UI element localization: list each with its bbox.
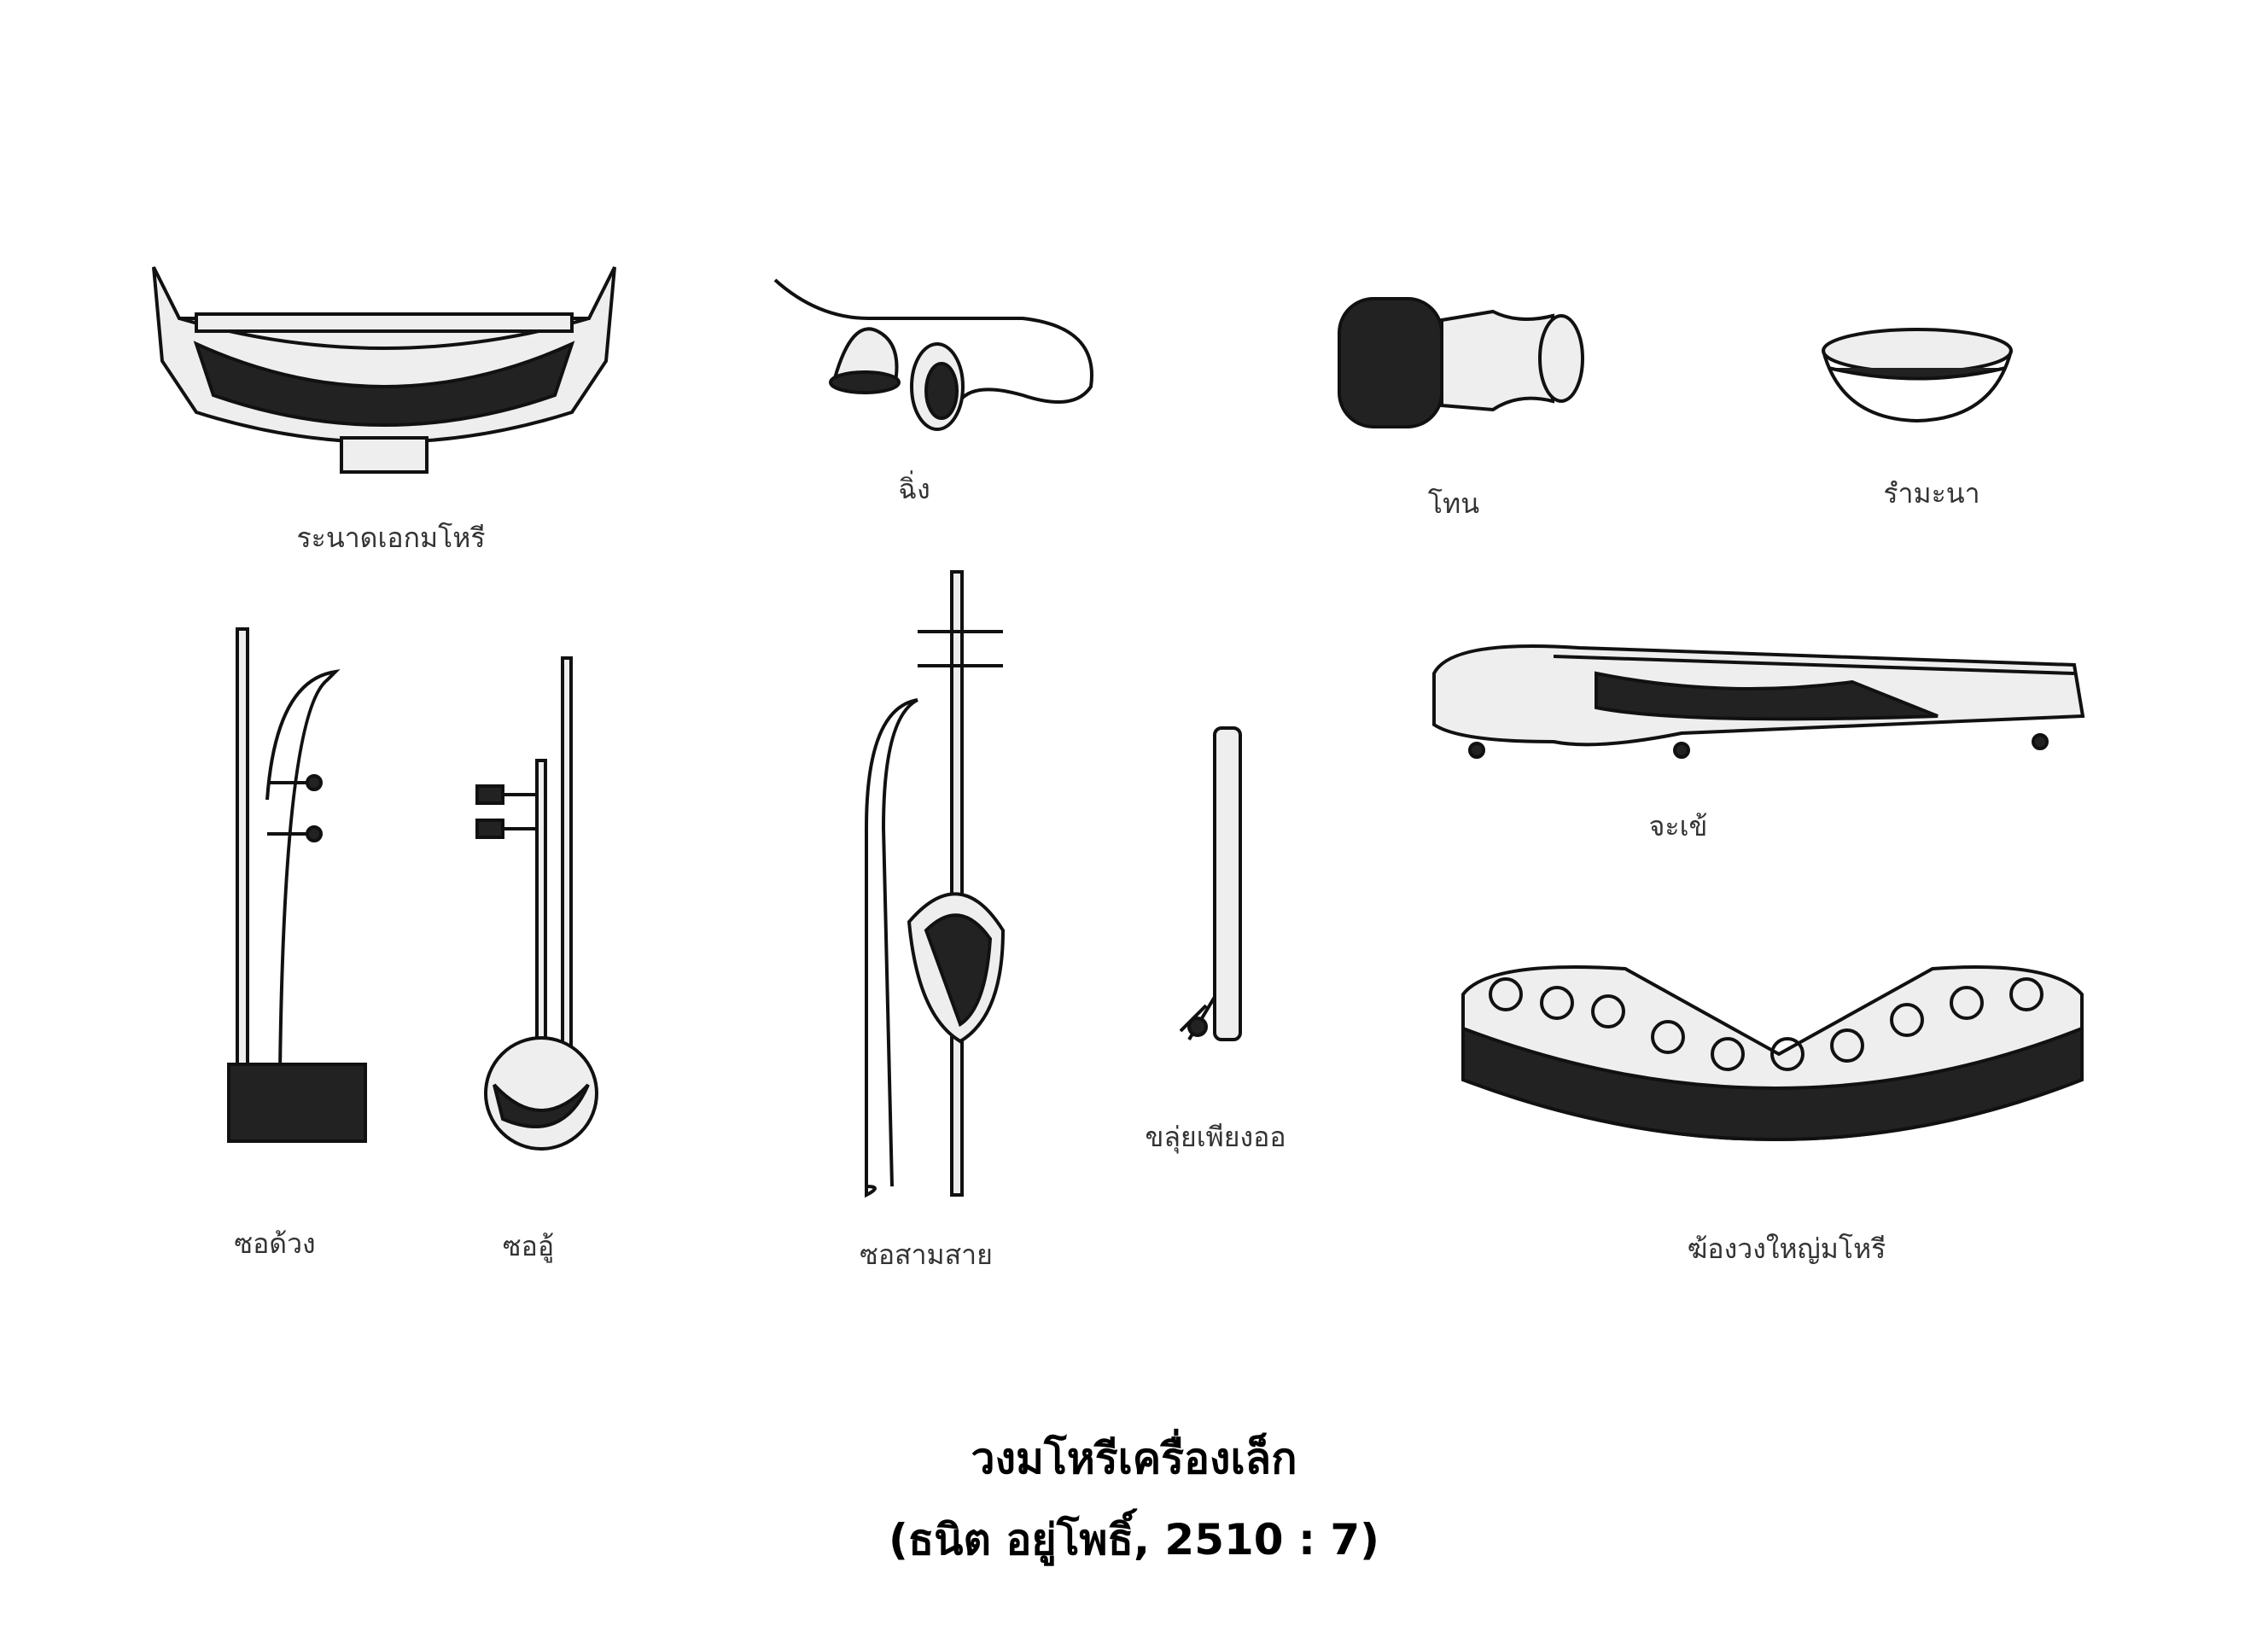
khlui-label: ขลุ่ยเพียงออ — [1145, 1121, 1286, 1153]
so-u-illustration — [475, 656, 608, 1157]
khlui-illustration — [1172, 724, 1251, 1049]
thon-label: โทน — [1427, 487, 1480, 520]
rammana-label: รำมะนา — [1883, 477, 1980, 510]
khong-wong-yai-illustration — [1455, 926, 2090, 1157]
chakhe-illustration — [1426, 622, 2090, 760]
rammana-illustration — [1816, 325, 2019, 427]
so-u-label: ซออู้ — [502, 1230, 555, 1262]
so-duang-label: ซอด้วง — [234, 1227, 316, 1260]
ching-illustration — [767, 267, 1099, 434]
ranat-ek-illustration — [145, 266, 623, 477]
ranat-ek-label: ระนาดเอกมโหรี — [296, 522, 486, 554]
ching-label: ฉิ่ง — [898, 473, 930, 505]
figure-citation: (ธนิต อยู่โพธิ์, 2510 : 7) — [888, 1515, 1380, 1565]
so-duang-illustration — [224, 627, 370, 1151]
figure-title: วงมโหรีเครื่องเล็ก — [971, 1434, 1297, 1483]
khong-wong-yai-label: ฆ้องวงใหญ่มโหรี — [1687, 1232, 1886, 1265]
so-sam-sai-illustration — [832, 570, 1013, 1201]
chakhe-label: จะเข้ — [1648, 810, 1708, 842]
so-sam-sai-label: ซอสามสาย — [860, 1238, 993, 1271]
thon-illustration — [1331, 282, 1592, 434]
